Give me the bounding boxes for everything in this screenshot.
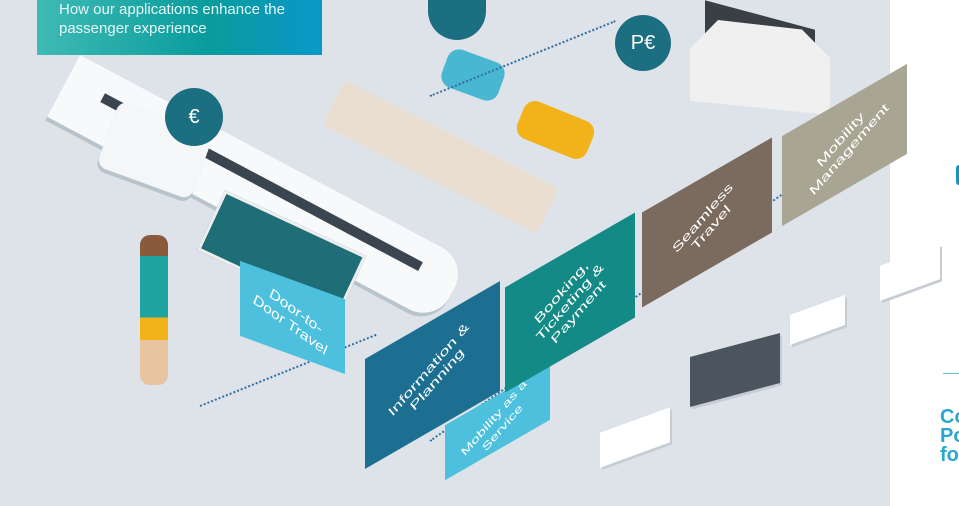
house-illustration <box>690 20 830 115</box>
taxi-illustration <box>513 97 598 163</box>
divider <box>943 373 959 374</box>
parking-icon: P€ <box>615 15 671 71</box>
step-booking-ticketing-payment[interactable]: Booking, Ticketing & Payment <box>505 212 635 393</box>
right-panel-heading: Co Po fo <box>940 406 959 466</box>
step-seamless-travel[interactable]: Seamless Travel <box>642 137 772 308</box>
right-panel-tab[interactable] <box>956 165 959 185</box>
flight-card-illustration <box>790 294 845 346</box>
car-sharing-icon <box>428 0 486 40</box>
banner-title: How our applications enhance the passeng… <box>59 1 285 37</box>
car-illustration <box>437 45 509 105</box>
app-card-illustration <box>600 407 670 468</box>
fare-icon: € <box>165 88 223 146</box>
phone-qr-illustration <box>690 332 780 408</box>
person-illustration <box>140 235 168 385</box>
banner: How our applications enhance the passeng… <box>37 0 322 55</box>
